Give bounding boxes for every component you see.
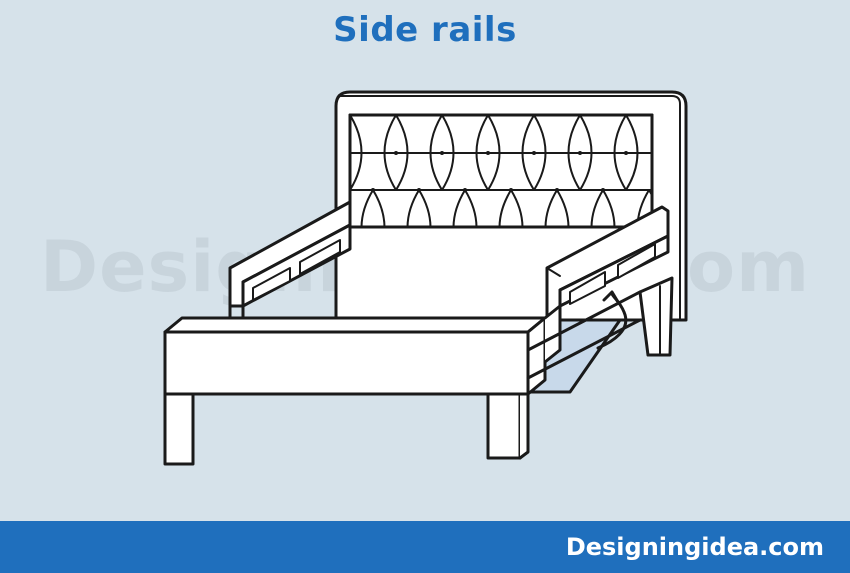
back-right-leg: [638, 276, 674, 357]
footer-brand: Designingidea.com: [565, 533, 824, 561]
curved-arrow-icon: [596, 290, 628, 350]
tufted-headboard-panel: [348, 113, 654, 229]
page-title: Side rails: [333, 10, 517, 50]
front-legs: [163, 392, 530, 466]
left-side-rail: [228, 200, 352, 324]
footer-bar: Designingidea.com: [0, 521, 850, 573]
bed-frame-front: [163, 290, 642, 396]
